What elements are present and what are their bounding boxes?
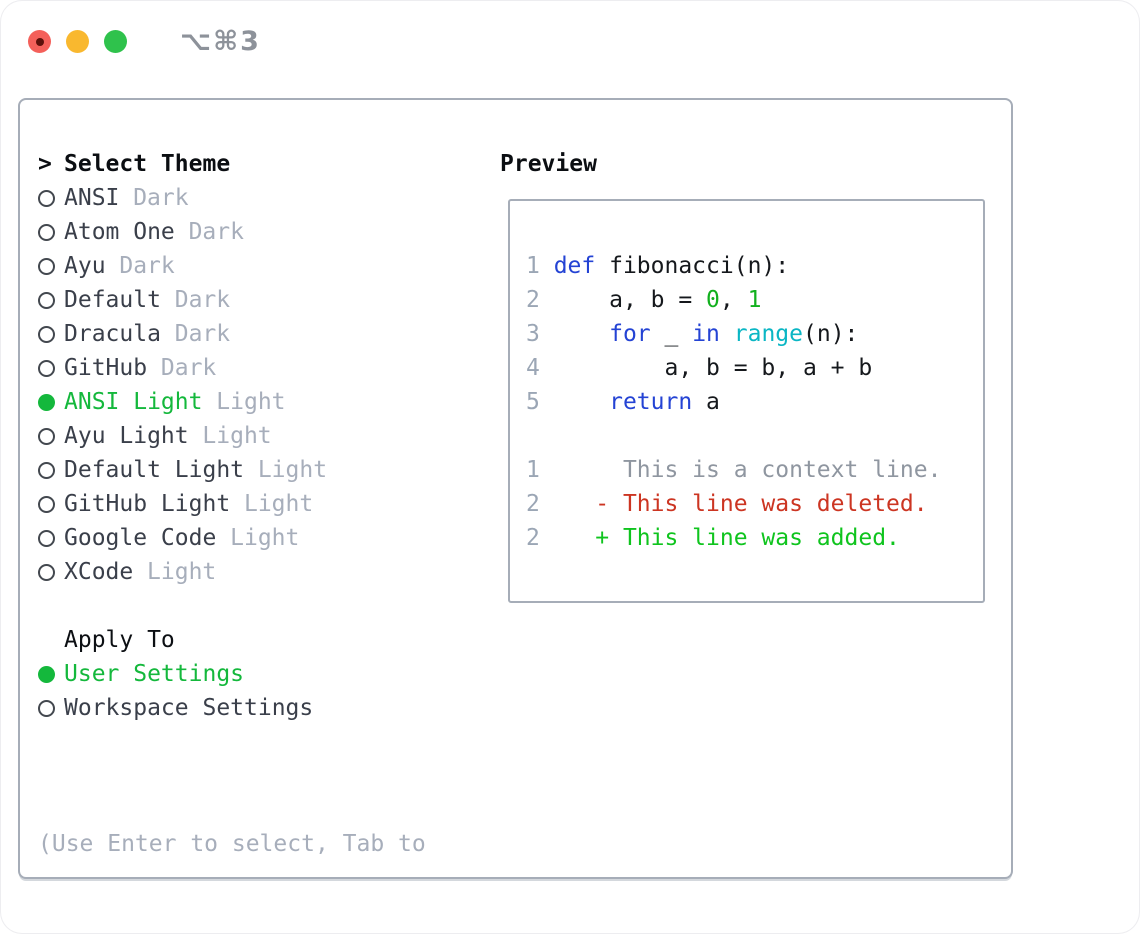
theme-variant: Dark <box>133 185 189 211</box>
radio-icon <box>38 427 64 445</box>
theme-option-atom-one[interactable]: Atom One Dark <box>38 215 426 249</box>
theme-option-ayu[interactable]: Ayu Dark <box>38 249 426 283</box>
radio-icon <box>38 257 64 275</box>
radio-icon <box>38 563 64 581</box>
option-label: Ayu Light <box>64 423 189 449</box>
preview-title: Preview <box>500 151 597 177</box>
option-label: Google Code <box>64 525 217 551</box>
code-line: 3 for _ in range(n): <box>526 321 859 347</box>
code-line: 1 This is a context line. <box>526 457 942 483</box>
theme-variant: Light <box>202 423 272 449</box>
radio-selected-icon <box>38 665 64 683</box>
theme-option-default-light[interactable]: Default Light Light <box>38 453 426 487</box>
option-label: GitHub Light <box>64 491 231 517</box>
preview-pane: 1 def fibonacci(n): 2 a, b = 0, 1 3 for _ … <box>508 199 985 603</box>
cursor-marker: > <box>38 151 52 177</box>
theme-variant: Dark <box>174 287 231 313</box>
hint-line: (Use Enter to select, Tab to <box>38 831 426 857</box>
option-label: Dracula <box>64 321 161 347</box>
radio-icon <box>38 223 64 241</box>
code-line: 2 a, b = 0, 1 <box>526 287 762 313</box>
apply-option-workspace-settings[interactable]: Workspace Settings <box>38 691 426 725</box>
zoom-button[interactable] <box>104 30 127 53</box>
preview-code: 1 def fibonacci(n): 2 a, b = 0, 1 3 for _ … <box>526 249 983 555</box>
option-label: ANSI Light <box>64 389 203 415</box>
apply-to-title: Apply To <box>64 627 175 653</box>
option-label: ANSI <box>64 185 120 211</box>
radio-selected-icon <box>38 393 64 411</box>
theme-variant: Light <box>147 559 217 585</box>
radio-icon <box>38 359 64 377</box>
radio-icon <box>38 461 64 479</box>
option-label: GitHub <box>64 355 148 381</box>
option-label: Atom One <box>64 219 175 245</box>
option-label: Workspace Settings <box>64 695 314 721</box>
theme-option-github[interactable]: GitHub Dark <box>38 351 426 385</box>
theme-option-dracula[interactable]: Dracula Dark <box>38 317 426 351</box>
option-label: Default Light <box>64 457 245 483</box>
hint-line: change focus) <box>38 929 426 934</box>
select-theme-header: > Select Theme <box>38 147 426 181</box>
theme-variant: Light <box>243 491 314 517</box>
radio-icon <box>38 495 64 513</box>
minimize-button[interactable] <box>66 30 89 53</box>
preview-column: Preview 1 def fibonacci(n): 2 a, b = 0, 1… <box>500 147 985 603</box>
theme-option-xcode[interactable]: XCode Light <box>38 555 426 589</box>
select-theme-title: Select Theme <box>64 151 231 177</box>
theme-option-ayu-light[interactable]: Ayu Light Light <box>38 419 426 453</box>
option-label: XCode <box>64 559 134 585</box>
theme-variant: Dark <box>160 355 217 381</box>
theme-option-ansi[interactable]: ANSI Dark <box>38 181 426 215</box>
option-label: Ayu <box>64 253 106 279</box>
code-line <box>526 419 983 453</box>
radio-icon <box>38 325 64 343</box>
radio-icon <box>38 189 64 207</box>
keyboard-hint: (Use Enter to select, Tab to change focu… <box>38 759 426 934</box>
window-title: ⌥⌘3 <box>180 26 261 57</box>
theme-variant: Light <box>257 457 328 483</box>
theme-variant: Dark <box>174 321 231 347</box>
theme-variant: Light <box>216 389 286 415</box>
code-line: 1 def fibonacci(n): <box>526 253 790 279</box>
theme-option-default[interactable]: Default Dark <box>38 283 426 317</box>
theme-option-ansi-light[interactable]: ANSI Light Light <box>38 385 426 419</box>
apply-option-user-settings[interactable]: User Settings <box>38 657 426 691</box>
theme-option-github-light[interactable]: GitHub Light Light <box>38 487 426 521</box>
radio-icon <box>38 529 64 547</box>
option-label: Default <box>64 287 161 313</box>
code-line: 4 a, b = b, a + b <box>526 355 873 381</box>
radio-icon <box>38 291 64 309</box>
close-button[interactable] <box>28 30 51 53</box>
code-line: 2 - This line was deleted. <box>526 491 928 517</box>
theme-variant: Dark <box>119 253 175 279</box>
option-label: User Settings <box>64 661 245 687</box>
radio-icon <box>38 699 64 717</box>
theme-variant: Light <box>230 525 300 551</box>
preview-header: Preview <box>500 147 985 181</box>
code-line: 5 return a <box>526 389 720 415</box>
code-line: 2 + This line was added. <box>526 525 900 551</box>
titlebar: ⌥⌘3 <box>28 26 261 57</box>
theme-variant: Dark <box>188 219 244 245</box>
theme-option-google-code[interactable]: Google Code Light <box>38 521 426 555</box>
apply-to-header: Apply To <box>38 623 426 657</box>
